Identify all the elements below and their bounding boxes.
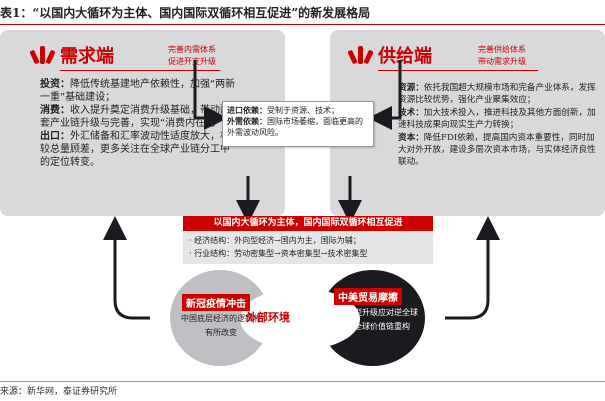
covid-tag: 新冠疫情冲击 [182,294,250,311]
supply-heading-rule [378,70,538,71]
supply-heading: 供给端 [378,46,432,67]
demand-item-export: 出口：外汇储备和汇率波动性适度放大，相较总量顾差，更多关注在全球产业链分工中的定… [40,131,230,168]
title-divider [0,24,605,25]
supply-item-resource: 资源：依托我国超大规模市场和完备产业体系，发挥资源比较优势，强化产业聚集效应； [398,83,596,106]
demand-logo-icon [29,44,56,66]
source-divider [0,381,605,382]
demand-heading-rule [60,70,220,71]
demand-dependency: 外需依赖：国际市场萎缩，面临更高的外需波动风险。 [227,116,363,137]
trade-text: 产业转型升级应对逆全球化和全球价值链重构 [330,308,418,331]
demand-sub2: 促进开支升级 [168,57,216,66]
demand-item-consume: 消费：收入提升奠定消费升级基础，带动配套产业链升级与完善，实现“消费内在化”； [40,105,231,129]
external-label: 外部环境 [246,311,290,324]
demand-item-invest: 投资：降低传统基建地产依赖性，加强“两新一重”基础建设； [40,79,236,103]
industry-structure: · 行业结构：劳动密集型→资本密集型→技术密集型 [189,249,368,258]
structure-box: · 经济结构：外向型经济→国内为主，国际为辅； · 行业结构：劳动密集型→资本密… [183,231,433,264]
left-loop-arrow [103,216,150,320]
source-note: 来源：新华网，泰证券研究所 [0,387,118,397]
import-dependency: 进口依赖：受制于资源、技术； [227,105,339,115]
dependency-box: 进口依赖：受制于资源、技术； 外需依赖：国际市场萎缩，面临更高的外需波动风险。 [222,101,374,147]
trade-tag: 中美贸易摩擦 [334,288,402,305]
economy-structure: · 经济结构：外向型经济→国内为主，国际为辅； [189,236,361,245]
figure-title: 表1：“以国内大循环为主体、国内国际双循环相互促进”的新发展格局 [0,6,371,20]
supply-logo-icon [347,44,374,66]
supply-item-tech: 技术：加大技术投入，推进科技及其他方面创新，加速科技成果向现实生产力转换； [398,107,596,131]
supply-body: 资源：依托我国超大规模市场和完备产业体系，发挥资源比较优势，强化产业聚集效应； … [398,82,598,169]
demand-sub1: 完善内需体系 [168,45,216,54]
supply-item-capital: 资本：降低FDI依赖，提高国内资本重要性，同时加大对外开放，建设多层次资本市场，… [398,132,596,168]
dual-circulation-banner: 以国内大循环为主体，国内国际双循环相互促进 [183,216,433,231]
right-loop-arrow [445,216,500,320]
covid-text: 中国底层经济的逻辑将有所改变 [181,314,261,337]
demand-body: 投资：降低传统基建地产依赖性，加强“两新一重”基础建设； 消费：收入提升奠定消费… [40,78,236,169]
external-environment: 新冠疫情冲击 中国底层经济的逻辑将有所改变 中美贸易摩擦 产业转型升级应对逆全球… [170,268,432,368]
supply-sub1: 完善供给体系 [478,45,526,54]
supply-sub2: 带动需求升级 [478,57,526,66]
demand-heading: 需求端 [60,46,114,67]
